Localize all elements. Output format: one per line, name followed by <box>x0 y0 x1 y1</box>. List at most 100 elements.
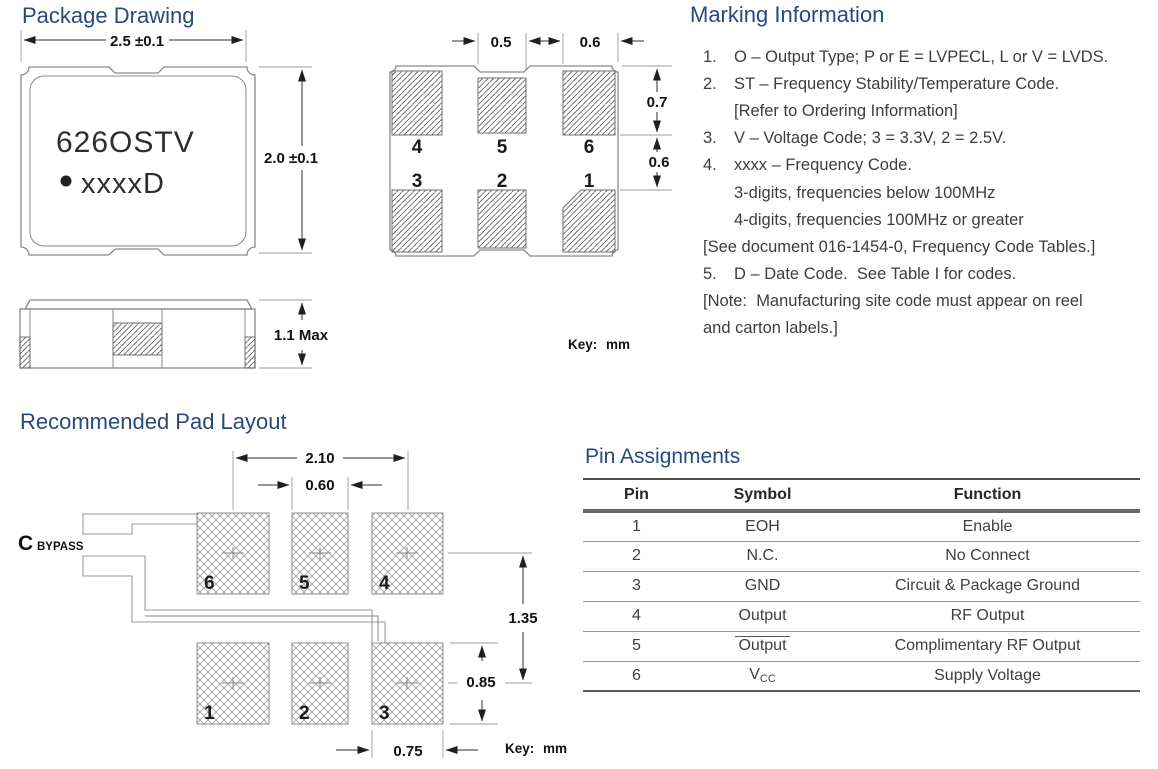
pin-number-cell: 6 <box>632 666 641 684</box>
marking-line: 5. D – Date Code. See Table I for codes. <box>690 261 1155 288</box>
marking-line-number: 3. <box>703 129 717 148</box>
bypass-trace-inner-line <box>145 615 379 641</box>
layout-pad-label: 4 <box>379 573 390 594</box>
pad-width-dim-extension-lines <box>371 730 444 758</box>
pin-table-row: 4 Output RF Output <box>583 601 1140 631</box>
marking-line-text: D – Date Code. See Table I for codes. <box>734 264 1017 283</box>
side-center-section <box>112 322 163 356</box>
package-side-view: 1.1 Max Key: mm <box>19 299 630 369</box>
package-drawing-title: Package Drawing <box>22 3 195 28</box>
pin1-dot <box>60 175 72 187</box>
dim-row-gap: 0.6 <box>649 154 670 171</box>
bypass-cap-sub: BYPASS <box>37 541 84 553</box>
pin-number-cell: 4 <box>632 607 641 624</box>
pin-assignments-title: Pin Assignments <box>585 445 741 468</box>
dim-pad-width: 0.75 <box>393 743 422 760</box>
dim-span: 2.10 <box>305 450 334 467</box>
marking-information-list: 1. O – Output Type; P or E = LVPECL, L or… <box>690 44 1155 342</box>
pin-symbol-cell: EOH <box>745 517 780 535</box>
package-marking-line1: 626OSTV <box>56 126 195 159</box>
marking-line-number: 5. <box>703 264 717 283</box>
pad-label: 1 <box>584 171 595 192</box>
dim-package-width: 2.5 ±0.1 <box>110 33 164 50</box>
marking-line-text: [Refer to Ordering Information] <box>734 102 958 121</box>
pad-5 <box>477 77 527 134</box>
side-right-castellation <box>244 336 256 369</box>
marking-line: 3. V – Voltage Code; 3 = 3.3V, 2 = 2.5V. <box>690 125 1155 152</box>
mid-pad-dim-extension-lines <box>291 477 349 510</box>
marking-line: [See document 016-1454-0, Frequency Code… <box>690 234 1155 261</box>
pin-function-cell: RF Output <box>950 607 1025 624</box>
side-left-castellation <box>19 336 31 369</box>
width-extension-lines <box>20 30 247 62</box>
pin-function-cell: Supply Voltage <box>934 666 1041 684</box>
pin-symbol-cell: Output <box>690 631 835 661</box>
package-body-outline <box>20 66 256 256</box>
layout-pad-label: 6 <box>204 573 215 594</box>
marking-line: [Refer to Ordering Information] <box>690 98 1155 125</box>
marking-line-number: 1. <box>703 48 717 67</box>
pin-function-cell: Circuit & Package Ground <box>895 577 1080 594</box>
marking-line-number: 4. <box>703 156 717 175</box>
pin-assignments-table: Pin Symbol Function 1 EOH Enable 2 N.C. No Co… <box>583 478 1140 692</box>
pin-table-row: 3 GND Circuit & Package Ground <box>583 571 1140 601</box>
marking-line-text: 4-digits, frequencies 100MHz or greater <box>734 210 1024 229</box>
bypass-trace-top <box>82 513 198 535</box>
pad-label: 4 <box>412 137 423 158</box>
pin-number-cell: 1 <box>632 517 641 535</box>
key-unit-bottom: mm <box>543 741 567 756</box>
pin-column-header: Pin <box>624 485 649 503</box>
package-top-view: 626OSTV xxxxD 2.5 ±0.1 2.0 ±0.1 <box>20 30 318 256</box>
pad-2 <box>477 189 527 249</box>
marking-line-text: V – Voltage Code; 3 = 3.3V, 2 = 2.5V. <box>734 129 1007 148</box>
dim-side-pad-width: 0.6 <box>580 34 601 51</box>
key-label-bottom: Key: <box>505 741 534 756</box>
pad-center-marks <box>222 547 418 689</box>
layout-pad-label: 1 <box>204 703 215 724</box>
pad-label: 5 <box>497 137 508 158</box>
marking-line-text: [Note: Manufacturing site code must appe… <box>703 291 1083 310</box>
pad-label: 6 <box>584 137 595 158</box>
layout-pad-label: 5 <box>299 573 310 594</box>
pin-symbol-cell: Output <box>738 607 787 624</box>
pin-assignments-block: Pin Symbol Function 1 EOH Enable 2 N.C. No Co… <box>583 478 1140 692</box>
pin-number-cell: 5 <box>632 637 641 654</box>
pad-1-chamfered <box>562 189 616 253</box>
layout-pad-label: 2 <box>299 703 310 724</box>
top-dim-extension-lines <box>477 33 619 70</box>
marking-line-text: O – Output Type; P or E = LVPECL, L or V… <box>734 48 1109 67</box>
key-unit-top: mm <box>606 337 630 352</box>
marking-line: 2.ST – Frequency Stability/Temperature C… <box>690 71 1155 98</box>
symbol-column-header: Symbol <box>733 485 792 503</box>
marking-line-text: xxxx – Frequency Code. <box>734 156 912 175</box>
lid-outline <box>23 299 254 310</box>
dim-pad-height: 0.85 <box>466 674 495 691</box>
pin-function-cell: Enable <box>962 517 1013 535</box>
bypass-cap-label: C <box>18 532 33 555</box>
dim-max-height: 1.1 Max <box>274 327 329 344</box>
dim-mid-pad-width: 0.60 <box>305 477 334 494</box>
pitch-dim-reference-lines <box>448 552 532 684</box>
pin-table-row: 2 N.C. No Connect <box>583 541 1140 571</box>
marking-line-text: [See document 016-1454-0, Frequency Code… <box>703 237 1096 256</box>
package-bottom-view: 4 5 6 3 2 1 0.5 0.6 0.7 0.6 <box>389 33 672 257</box>
pin-number-cell: 2 <box>632 547 641 564</box>
package-marking-line2: xxxxD <box>81 168 165 200</box>
pad-label: 3 <box>412 171 423 192</box>
marking-line: 4-digits, frequencies 100MHz or greater <box>690 207 1155 234</box>
right-dim-reference-lines <box>620 65 672 191</box>
pin-table-header-row: Pin Symbol Function <box>583 479 1140 511</box>
pin-function-cell: Complimentary RF Output <box>894 637 1081 654</box>
dim-package-height: 2.0 ±0.1 <box>264 150 318 167</box>
pin-symbol-cell: N.C. <box>746 547 779 564</box>
pad-height-dim-reference-lines <box>450 642 498 725</box>
span-dim-extension-lines <box>232 451 409 510</box>
pin-number-cell: 3 <box>632 577 641 594</box>
marking-line: 1. O – Output Type; P or E = LVPECL, L or… <box>690 44 1155 71</box>
marking-line-number: 2. <box>703 75 717 94</box>
pin-function-cell: No Connect <box>945 547 1030 564</box>
pin-symbol-cell: GND <box>744 577 781 594</box>
pin-table-row: 1 EOH Enable <box>583 511 1140 541</box>
bottom-view-outline <box>389 65 619 257</box>
